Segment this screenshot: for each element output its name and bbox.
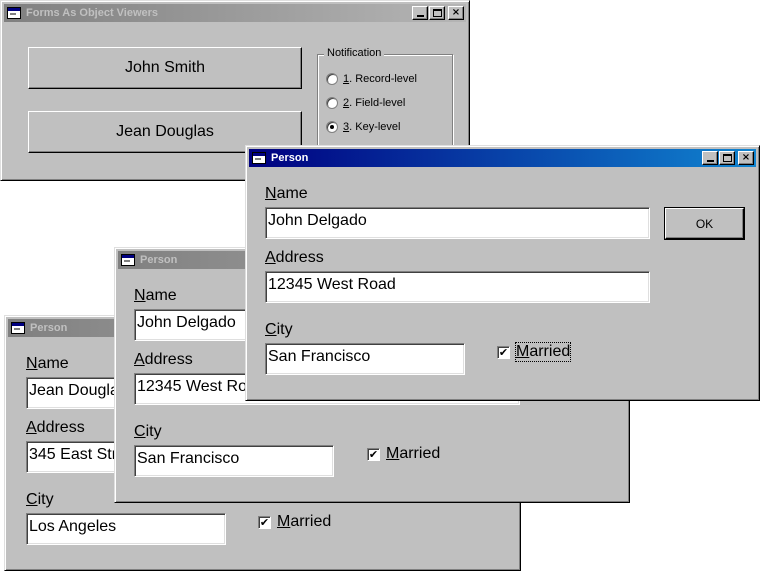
name-label: Name — [265, 185, 308, 202]
radio-key-level-indicator[interactable] — [326, 121, 338, 133]
address-label: Address — [265, 249, 324, 266]
city-field[interactable]: San Francisco — [265, 343, 465, 375]
person-window-john-active-title: Person — [271, 152, 309, 164]
app-icon[interactable] — [252, 152, 266, 164]
married-checkbox[interactable]: ✔ Married — [367, 445, 440, 463]
minimize-button[interactable] — [702, 151, 718, 165]
radio-field-level-label: 2. Field-level — [343, 97, 406, 109]
app-icon[interactable] — [121, 254, 135, 266]
checkmark-icon[interactable]: ✔ — [367, 447, 380, 461]
radio-field-level-indicator[interactable] — [326, 97, 338, 109]
main-window-titlebar[interactable]: Forms As Object Viewers × — [4, 4, 466, 22]
person-window-john-active: Person × Name John Delgado OK Address 12… — [245, 145, 760, 401]
main-window: Forms As Object Viewers × John Smith Jea… — [0, 0, 470, 181]
married-label: Married — [277, 513, 332, 530]
radio-record-level-indicator[interactable] — [326, 73, 338, 85]
city-label: City — [26, 491, 54, 508]
name-label: Name — [134, 287, 177, 304]
address-label: Address — [134, 351, 193, 368]
minimize-icon — [416, 15, 424, 17]
person-window-jean-title: Person — [30, 322, 68, 334]
radio-record-level[interactable]: 1. Record-level — [326, 73, 417, 85]
main-window-title: Forms As Object Viewers — [26, 7, 159, 19]
radio-key-level[interactable]: 3. Key-level — [326, 121, 400, 133]
app-icon[interactable] — [7, 7, 21, 19]
close-button[interactable]: × — [448, 6, 464, 20]
checkmark-icon[interactable]: ✔ — [497, 345, 510, 359]
name-label: Name — [26, 355, 69, 372]
city-label: City — [265, 321, 293, 338]
close-button[interactable]: × — [738, 151, 754, 165]
minimize-button[interactable] — [412, 6, 428, 20]
city-label: City — [134, 423, 162, 440]
ok-button[interactable]: OK — [664, 207, 745, 240]
maximize-icon — [722, 154, 732, 162]
maximize-button[interactable] — [429, 6, 445, 20]
notification-frame: Notification 1. Record-level 2. Field-le… — [317, 47, 453, 164]
radio-key-level-label: 3. Key-level — [343, 121, 401, 133]
maximize-button[interactable] — [719, 151, 735, 165]
city-field[interactable]: Los Angeles — [26, 513, 226, 545]
minimize-icon — [706, 160, 714, 162]
notification-frame-title: Notification — [324, 47, 385, 59]
person-window-john-middle-title: Person — [140, 254, 178, 266]
name-field[interactable]: John Delgado — [265, 207, 650, 239]
close-icon: × — [451, 7, 461, 18]
jean-douglas-button-label: Jean Douglas — [116, 123, 214, 140]
john-smith-button-label: John Smith — [124, 59, 206, 76]
radio-field-level[interactable]: 2. Field-level — [326, 97, 405, 109]
address-field[interactable]: 12345 West Road — [265, 271, 650, 303]
maximize-icon — [432, 9, 442, 17]
john-smith-button[interactable]: John Smith — [28, 47, 302, 89]
ok-button-label: OK — [695, 216, 714, 231]
married-checkbox[interactable]: ✔ Married — [497, 342, 572, 362]
close-icon: × — [741, 152, 751, 163]
checkmark-icon[interactable]: ✔ — [258, 515, 271, 529]
married-label: Married — [386, 445, 441, 462]
married-checkbox[interactable]: ✔ Married — [258, 513, 331, 531]
married-label: Married — [514, 342, 572, 362]
person-window-john-active-titlebar[interactable]: Person × — [249, 149, 756, 167]
radio-record-level-label: 1. Record-level — [343, 73, 417, 85]
city-field[interactable]: San Francisco — [134, 445, 334, 477]
app-icon[interactable] — [11, 322, 25, 334]
address-label: Address — [26, 419, 85, 436]
